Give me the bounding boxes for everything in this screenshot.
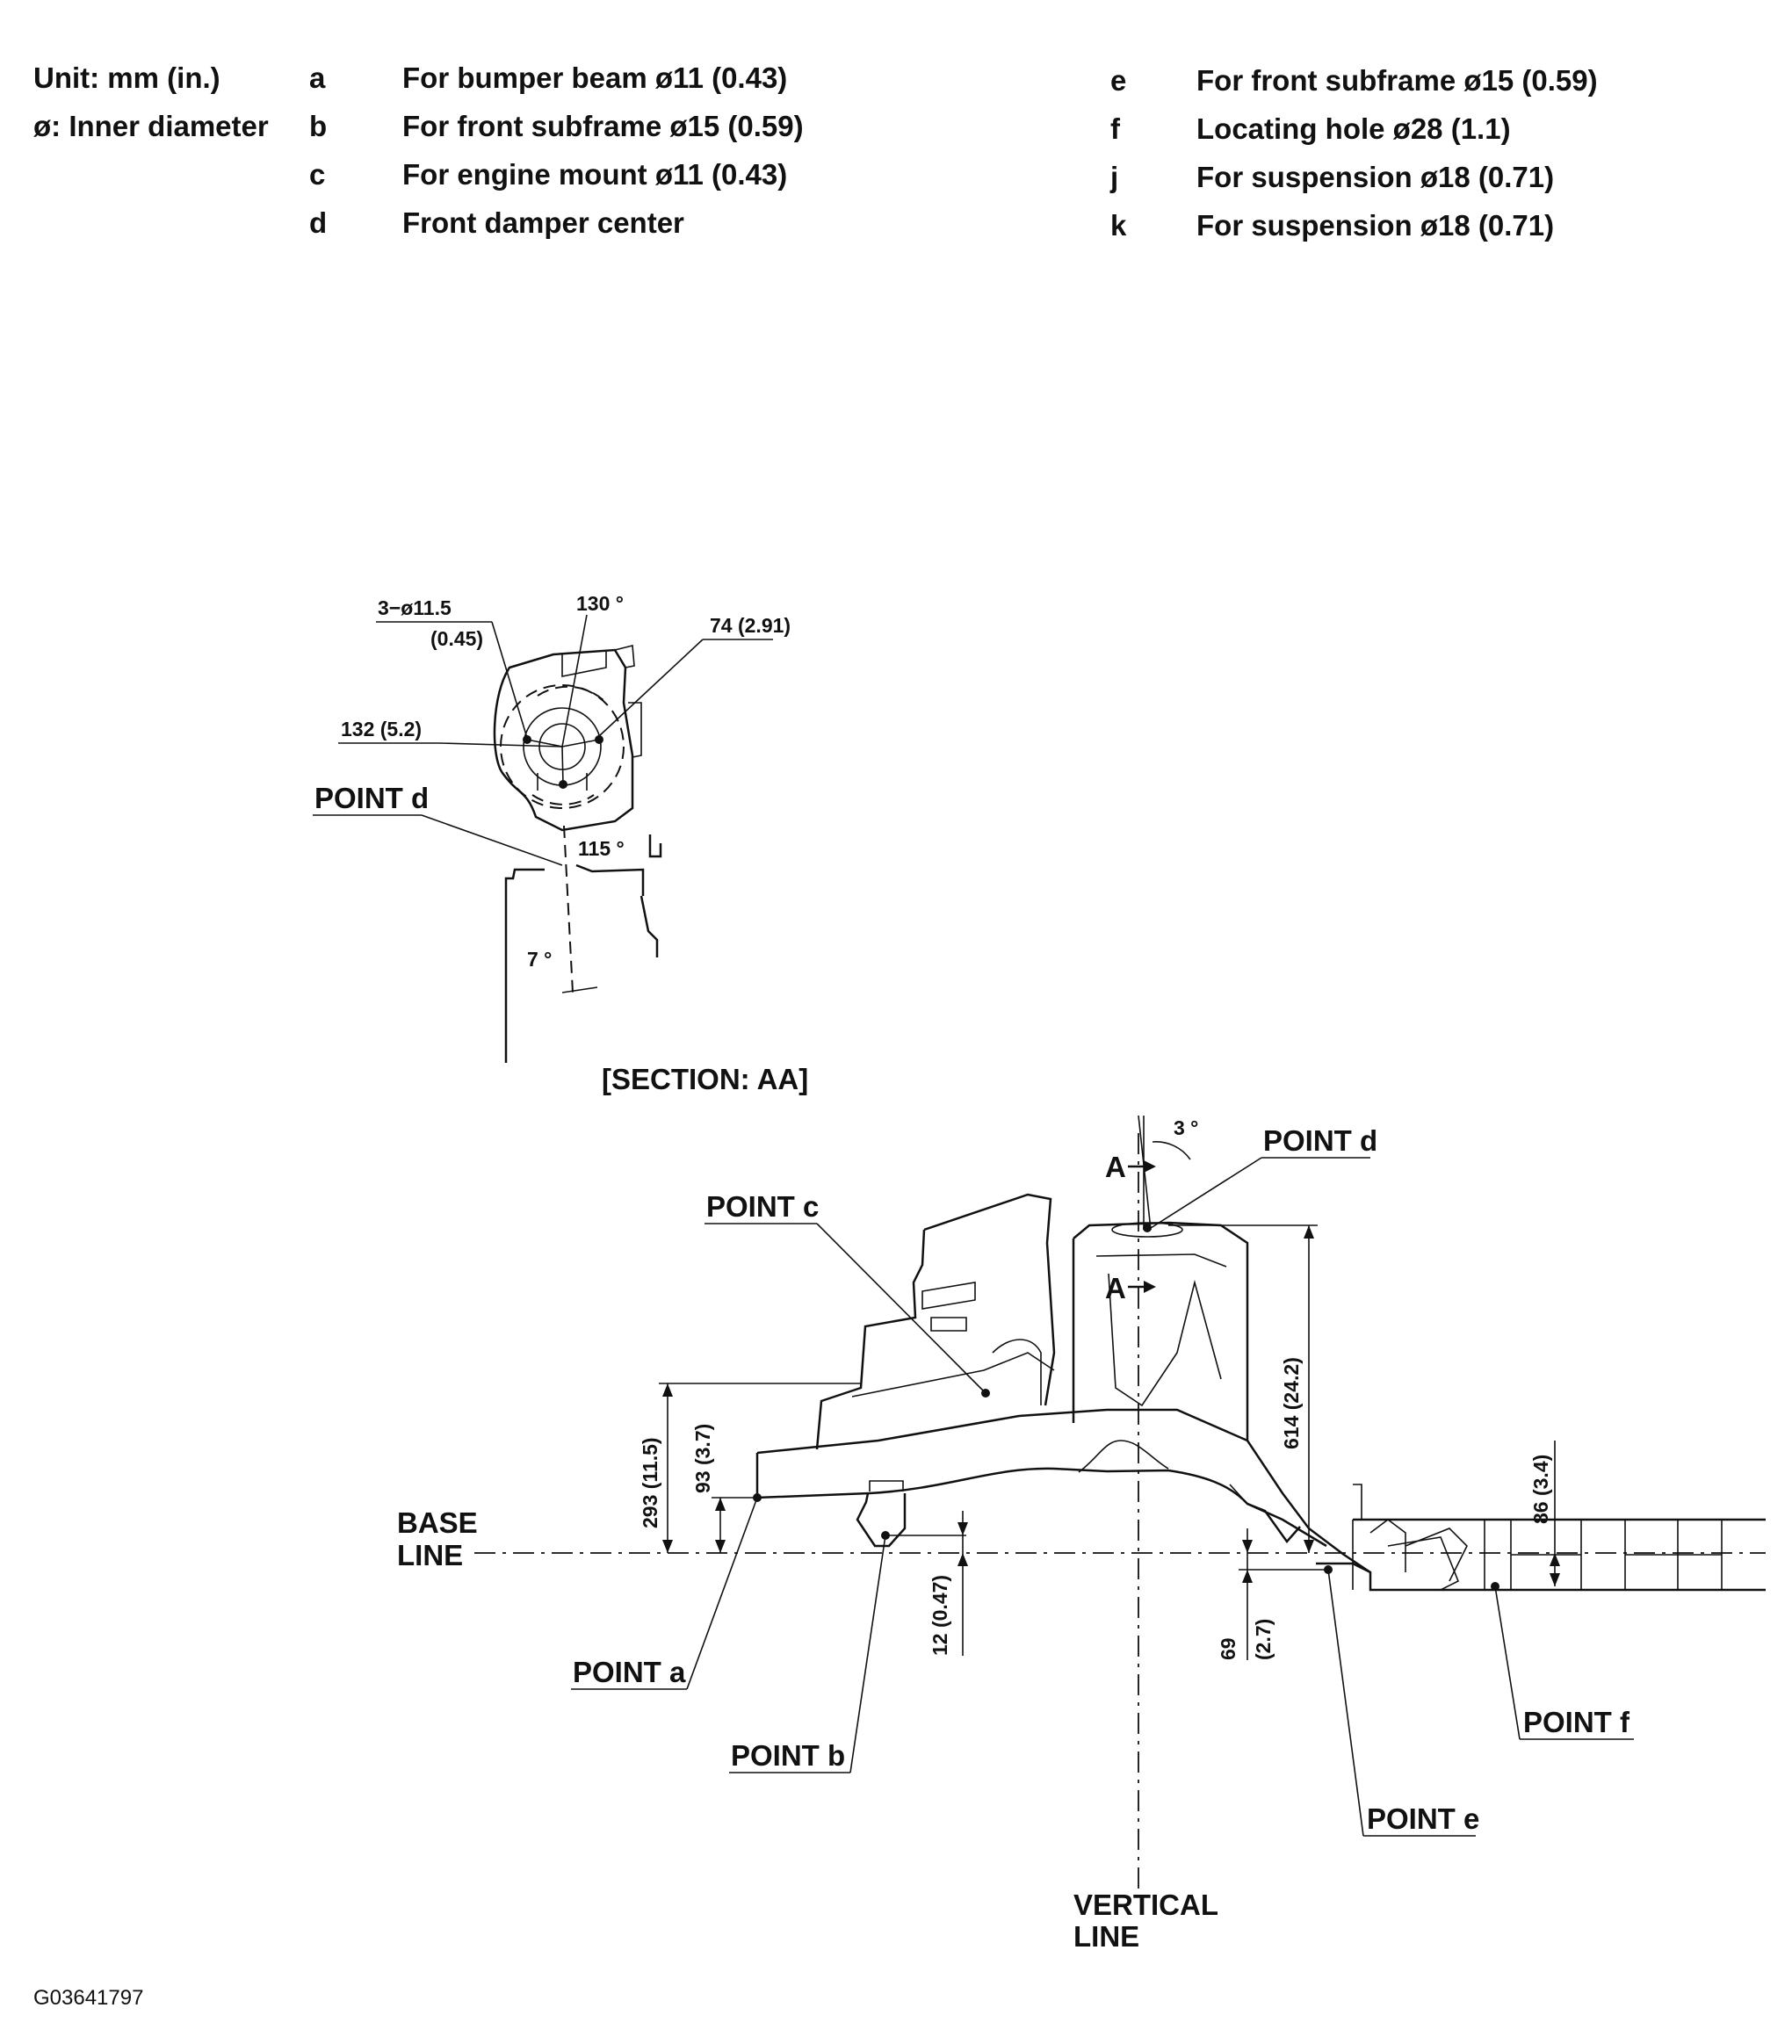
dim-132: 132 (5.2) — [341, 718, 422, 740]
vertical-line-label-1: VERTICAL — [1073, 1889, 1218, 1921]
legend-key-d: d — [309, 206, 328, 239]
dim-69-in: (2.7) — [1252, 1619, 1275, 1660]
legend-text-a: For bumper beam ø11 (0.43) — [402, 61, 788, 94]
holes-spec-in: (0.45) — [430, 627, 483, 650]
main-point-d: POINT d — [1263, 1124, 1377, 1157]
legend-text-c: For engine mount ø11 (0.43) — [402, 158, 788, 191]
section-point-d: POINT d — [314, 782, 429, 814]
legend-key-e: e — [1110, 64, 1127, 97]
unit-label: Unit: mm (in.) — [33, 61, 220, 94]
legend-key-b: b — [309, 110, 328, 142]
angle-3: 3 ° — [1174, 1116, 1198, 1139]
dim-69: 69 — [1217, 1637, 1239, 1660]
figure-id: G03641797 — [33, 1986, 143, 2010]
angle-7: 7 ° — [527, 948, 552, 971]
main-point-c: POINT c — [706, 1190, 819, 1223]
section-arrow-a-lower: A — [1105, 1272, 1126, 1304]
main-point-f: POINT f — [1523, 1706, 1630, 1738]
legend-text-d: Front damper center — [402, 206, 684, 239]
section-caption: [SECTION: AA] — [602, 1063, 808, 1095]
legend-key-c: c — [309, 158, 326, 191]
legend-key-k: k — [1110, 209, 1127, 242]
legend-text-k: For suspension ø18 (0.71) — [1196, 209, 1555, 242]
main-point-e: POINT e — [1367, 1802, 1479, 1835]
section-arrow-a-upper: A — [1105, 1151, 1126, 1183]
base-line-label-1: BASE — [397, 1506, 478, 1539]
vertical-line-label-2: LINE — [1073, 1920, 1139, 1953]
legend-text-b: For front subframe ø15 (0.59) — [402, 110, 804, 142]
legend-key-a: a — [309, 61, 326, 94]
angle-115: 115 ° — [578, 837, 625, 860]
dim-12: 12 (0.47) — [929, 1575, 951, 1656]
legend-text-e: For front subframe ø15 (0.59) — [1196, 64, 1598, 97]
legend-key-j: j — [1110, 161, 1119, 193]
legend-text-j: For suspension ø18 (0.71) — [1196, 161, 1555, 193]
holes-spec: 3−ø11.5 — [378, 596, 452, 619]
dim-293: 293 (11.5) — [639, 1437, 661, 1528]
diameter-note: ø: Inner diameter — [33, 110, 269, 142]
legend-key-f: f — [1110, 112, 1120, 145]
main-point-b: POINT b — [731, 1739, 845, 1772]
section-aa-detail: 3−ø11.5 (0.45) 130 ° 74 (2.91) 132 (5.2)… — [313, 592, 808, 1095]
legend-text-f: Locating hole ø28 (1.1) — [1196, 112, 1511, 145]
dim-614: 614 (24.2) — [1280, 1357, 1303, 1449]
angle-130: 130 ° — [576, 592, 624, 615]
dim-86: 86 (3.4) — [1529, 1455, 1552, 1524]
main-point-a: POINT a — [573, 1656, 686, 1688]
bolt-circle — [500, 684, 625, 809]
dim-93: 93 (3.7) — [691, 1424, 714, 1493]
base-line-label-2: LINE — [397, 1539, 463, 1571]
dim-74: 74 (2.91) — [710, 614, 791, 637]
main-side-view: 614 (24.2) 293 (11.5) 93 (3.7) 12 (0.47)… — [397, 1115, 1766, 1953]
